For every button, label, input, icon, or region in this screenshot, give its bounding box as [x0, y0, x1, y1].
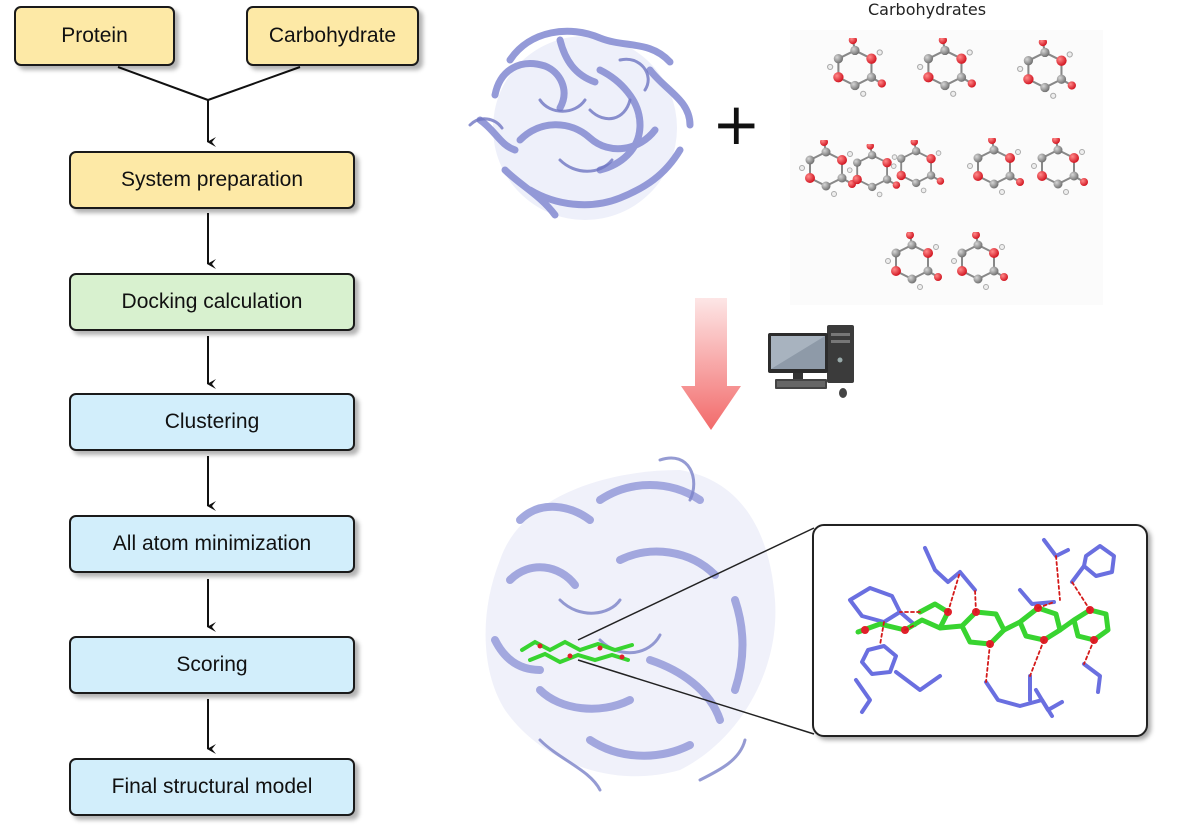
step-label: System preparation: [120, 168, 304, 191]
computer-icon: [768, 325, 854, 398]
step-label: Scoring: [176, 653, 248, 676]
zoom-line-bottom: [577, 659, 815, 735]
step-label: Final structural model: [111, 775, 313, 798]
docked-complex-icon: [485, 456, 776, 792]
carbohydrate-input-box: Carbohydrate: [246, 6, 419, 66]
protein-structure-icon: [468, 27, 694, 220]
plus-symbol: +: [712, 90, 761, 158]
binding-site-icon: [848, 538, 1116, 718]
connector-protein: [117, 66, 209, 101]
step-all-atom-minimization: All atom minimization: [69, 515, 355, 573]
step-label: Clustering: [164, 410, 260, 433]
step-final-structural-model: Final structural model: [69, 758, 355, 816]
connector-carbohydrate: [207, 66, 301, 101]
step-clustering: Clustering: [69, 393, 355, 451]
protein-input-box: Protein: [14, 6, 175, 66]
process-arrow-icon: [681, 298, 741, 430]
step-system-preparation: System preparation: [69, 151, 355, 209]
zoom-line-top: [577, 527, 815, 641]
carbohydrate-molecules-icon: [798, 38, 1089, 291]
step-label: Docking calculation: [121, 290, 303, 313]
step-scoring: Scoring: [69, 636, 355, 694]
step-label: All atom minimization: [112, 532, 312, 555]
step-docking-calculation: Docking calculation: [69, 273, 355, 331]
carbohydrates-title: Carbohydrates: [868, 0, 987, 19]
carbohydrate-label: Carbohydrate: [268, 24, 397, 47]
protein-label: Protein: [61, 24, 128, 47]
